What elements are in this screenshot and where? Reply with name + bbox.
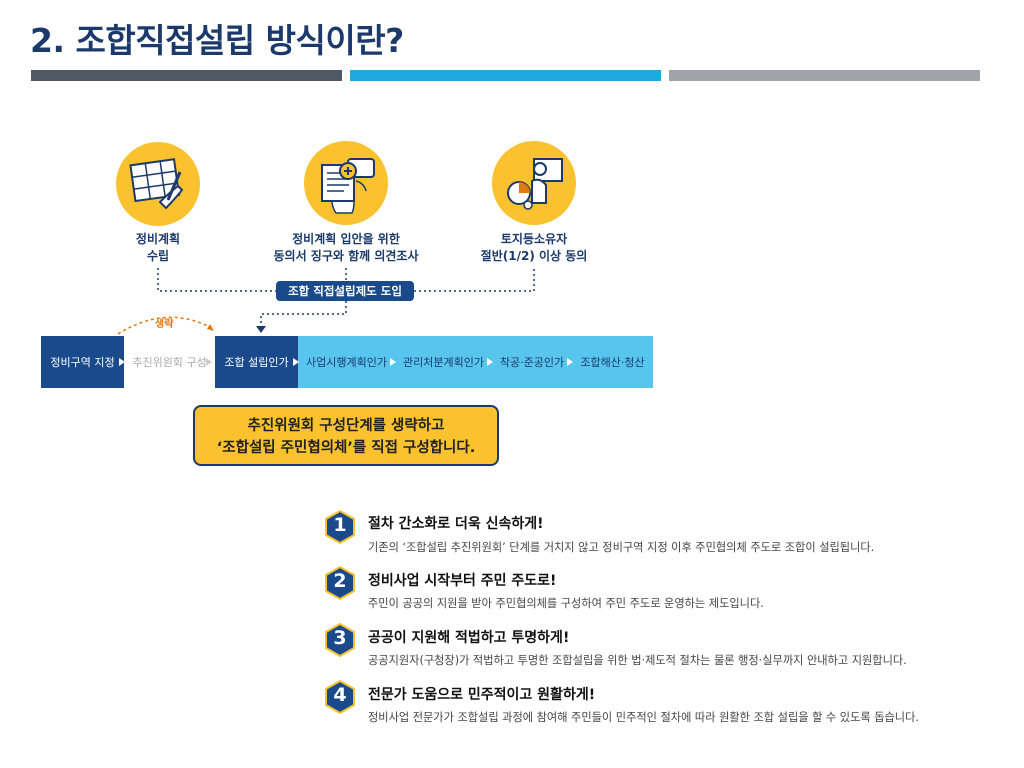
highlight-callout: 추진위원회 구성단계를 생략하고 ‘조합설립 주민협의체’를 직접 구성합니다. xyxy=(193,405,499,466)
feature-title: 공공이 지원해 적법하고 투명하게! xyxy=(368,630,570,646)
title-rule-blue xyxy=(350,70,661,81)
plan-drawing-icon xyxy=(116,142,200,226)
step-dissolution: 조합해산·청산 xyxy=(572,336,653,388)
feature-title: 정비사업 시작부터 주민 주도로! xyxy=(368,573,557,589)
feature-description: 공공지원자(구청장)가 적법하고 투명한 조합설립을 위한 법·제도적 절차는 … xyxy=(368,654,907,667)
feature-description: 정비사업 전문가가 조합설립 과정에 참여해 주민들이 민주적인 절차에 따라 … xyxy=(368,711,919,724)
direct-establishment-badge: 조합 직접설립제도 도입 xyxy=(276,281,414,301)
step-project-plan-approval: 사업시행계획인가 xyxy=(298,336,395,388)
icon-caption-owners: 토지등소유자 절반(1/2) 이상 동의 xyxy=(480,232,588,263)
title-rule-dark xyxy=(31,70,342,81)
feature-number-1-badge: 1 xyxy=(325,510,355,544)
omit-label: 생략 xyxy=(155,319,174,330)
feature-description: 주민이 공공의 지원을 받아 주민협의체를 구성하여 주민 주도로 운영하는 제… xyxy=(368,597,764,610)
feature-number-3-badge: 3 xyxy=(325,623,355,657)
page-title: 2. 조합직접설립 방식이란? xyxy=(30,21,404,60)
step-separators xyxy=(119,358,573,366)
step-construction-approval: 착공·준공인가 xyxy=(492,336,572,388)
step-management-plan-approval: 관리처분계획인가 xyxy=(395,336,492,388)
feature-title: 절차 간소화로 더욱 신속하게! xyxy=(368,516,544,532)
icon-caption-plan: 정비계획 수립 xyxy=(135,232,181,263)
icon-caption-consent: 정비계획 입안을 위한 동의서 징구와 함께 의견조사 xyxy=(273,232,419,263)
feature-description: 기존의 ‘조합설립 추진위원회’ 단계를 거치지 않고 정비구역 지정 이후 주… xyxy=(368,541,875,554)
feature-title: 전문가 도움으로 민주적이고 원활하게! xyxy=(368,687,596,703)
step-union-approval: 조합 설립인가 xyxy=(215,336,298,388)
step-zone-designation: 정비구역 지정 xyxy=(41,336,124,388)
presentation-meeting-icon xyxy=(492,141,576,225)
connector-lines xyxy=(117,268,535,335)
feature-number-2-badge: 2 xyxy=(325,566,355,600)
step-committee-formation: 추진위원회 구성 xyxy=(124,336,215,388)
document-collection-icon xyxy=(304,141,388,225)
title-rule-gray xyxy=(669,70,980,81)
feature-number-4-badge: 4 xyxy=(325,680,355,714)
